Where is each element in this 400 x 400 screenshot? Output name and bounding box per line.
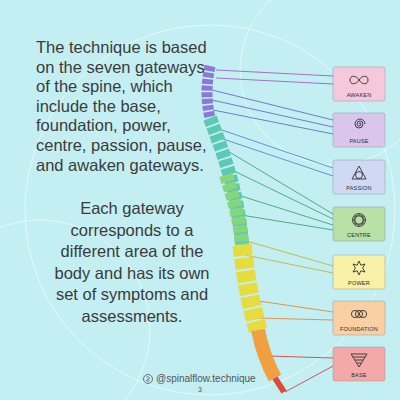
social-handle: @spinalflow.technique [156, 373, 286, 385]
gateway-box: AWAKEN [333, 67, 385, 101]
gateway-box: PAUSE [333, 113, 385, 147]
gateway-label: AWAKEN [347, 92, 372, 98]
gateway-label: PASSION [346, 185, 371, 191]
gateway-box: POWER [333, 255, 385, 289]
gateway-box: PASSION [333, 160, 385, 194]
body-paragraph: Each gateway corresponds to a different … [44, 198, 220, 327]
page-number: 3 [190, 386, 210, 394]
intro-paragraph: The technique is based on the seven gate… [36, 38, 220, 175]
gateway-box: CENTRE [333, 207, 385, 241]
gateway-label: POWER [348, 280, 370, 286]
gateway-label: FOUNDATION [340, 326, 378, 332]
gateway-box: FOUNDATION [333, 301, 385, 335]
gateway-label: BASE [351, 372, 366, 378]
gateway-box: BASE [333, 347, 385, 381]
gateway-label: CENTRE [347, 232, 371, 238]
gateway-label: PAUSE [349, 138, 368, 144]
